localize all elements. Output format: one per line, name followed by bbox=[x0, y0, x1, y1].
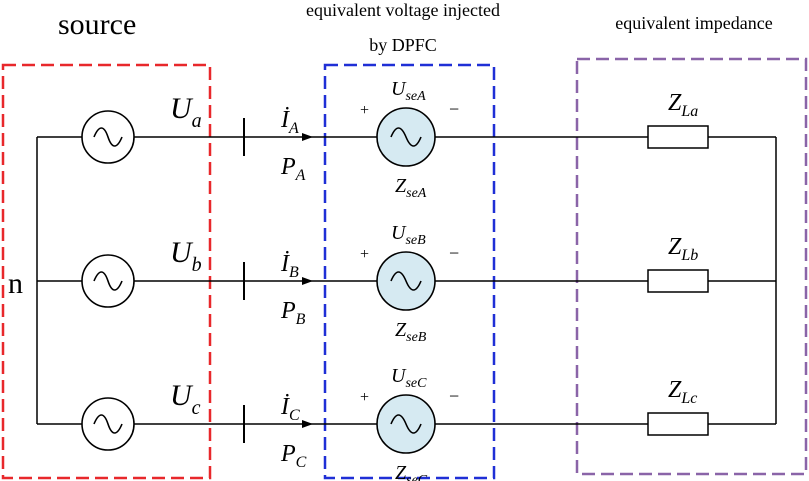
current-label-sub: A bbox=[288, 120, 299, 137]
minus-sign: − bbox=[449, 99, 459, 119]
power-label-sub: B bbox=[296, 311, 306, 328]
neutral-label: n bbox=[8, 267, 23, 300]
power-label-main: P bbox=[280, 154, 296, 180]
source-voltage-label-main: U bbox=[170, 236, 194, 269]
load-impedance-label: ZLb bbox=[668, 234, 698, 264]
arrowhead-icon bbox=[302, 133, 313, 141]
load-impedance-label-sub: Lb bbox=[680, 247, 698, 264]
injected-voltage-label: UseA bbox=[391, 78, 426, 104]
source-voltage-label-main: U bbox=[170, 379, 194, 412]
load-impedance-label-sub: Lc bbox=[680, 390, 697, 407]
injected-voltage-label: UseB bbox=[391, 222, 426, 248]
series-impedance-label-sub: seB bbox=[406, 330, 427, 345]
plus-sign: + bbox=[360, 246, 369, 263]
load-impedance-label-main: Z bbox=[668, 377, 682, 403]
sine-wave-icon bbox=[390, 127, 422, 147]
power-label-sub: C bbox=[296, 454, 307, 471]
current-label-main: İ bbox=[280, 394, 290, 420]
injected-voltage-label-sub: seB bbox=[405, 233, 426, 248]
series-impedance-label-main: Z bbox=[395, 462, 407, 481]
load-impedance-label-sub: La bbox=[680, 103, 698, 120]
sine-wave-icon bbox=[390, 414, 422, 434]
injected-voltage-label: UseC bbox=[391, 365, 427, 391]
sine-wave-icon bbox=[93, 127, 123, 147]
series-impedance-label: ZseB bbox=[395, 319, 427, 345]
plus-sign: + bbox=[360, 102, 369, 119]
source-voltage-label-sub: a bbox=[192, 110, 202, 132]
current-label-sub: C bbox=[289, 407, 300, 424]
series-impedance-label-main: Z bbox=[395, 175, 407, 197]
injected-voltage-label-main: U bbox=[391, 365, 407, 387]
load-impedance-label: ZLc bbox=[668, 377, 697, 407]
current-label: İA bbox=[280, 107, 299, 137]
injected-title-line1: equivalent voltage injected bbox=[306, 0, 500, 20]
load-impedance-icon bbox=[647, 269, 709, 293]
series-impedance-label: ZseC bbox=[395, 462, 428, 481]
current-label-main: İ bbox=[280, 251, 290, 277]
power-label: PB bbox=[280, 298, 306, 328]
power-label: PA bbox=[280, 154, 306, 184]
impedance-region-box bbox=[575, 57, 808, 476]
power-label: PC bbox=[280, 441, 307, 471]
series-impedance-label: ZseA bbox=[395, 175, 427, 201]
source-region-box bbox=[1, 63, 212, 480]
load-impedance-icon bbox=[647, 412, 709, 436]
arrowhead-icon bbox=[302, 277, 313, 285]
minus-sign: − bbox=[449, 243, 459, 263]
source-voltage-label-main: U bbox=[170, 92, 194, 125]
arrowhead-icon bbox=[302, 420, 313, 428]
sine-wave-icon bbox=[390, 271, 422, 291]
current-label-sub: B bbox=[289, 264, 299, 281]
source-voltage-label: Ua bbox=[170, 92, 202, 132]
load-impedance-label: ZLa bbox=[668, 90, 698, 120]
source-voltage-label: Uc bbox=[170, 379, 201, 419]
load-impedance-label-main: Z bbox=[668, 234, 682, 260]
series-impedance-label-main: Z bbox=[395, 319, 407, 341]
current-label-main: İ bbox=[280, 107, 290, 133]
injected-voltage-label-main: U bbox=[391, 78, 407, 100]
power-label-sub: A bbox=[295, 167, 306, 184]
power-label-main: P bbox=[280, 441, 296, 467]
sine-wave-icon bbox=[93, 271, 123, 291]
source-title: source bbox=[58, 8, 136, 41]
source-voltage-label: Ub bbox=[170, 236, 202, 276]
minus-sign: − bbox=[449, 386, 459, 406]
plus-sign: + bbox=[360, 389, 369, 406]
injected-title-line2: by DPFC bbox=[369, 35, 437, 55]
current-label: İC bbox=[280, 394, 300, 424]
region-boxes bbox=[1, 57, 808, 480]
series-impedance-label-sub: seC bbox=[406, 473, 428, 481]
injected-voltage-label-sub: seA bbox=[405, 89, 426, 104]
load-impedance-label-main: Z bbox=[668, 90, 682, 116]
series-impedance-label-sub: seA bbox=[406, 186, 427, 201]
load-impedance-icon bbox=[647, 125, 709, 149]
current-label: İB bbox=[280, 251, 299, 281]
sine-wave-icon bbox=[93, 414, 123, 434]
injected-voltage-label-sub: seC bbox=[405, 376, 427, 391]
source-voltage-label-sub: b bbox=[192, 254, 202, 276]
injected-voltage-label-main: U bbox=[391, 222, 407, 244]
dpfc-region-box bbox=[323, 63, 496, 480]
source-voltage-label-sub: c bbox=[192, 397, 201, 419]
power-label-main: P bbox=[280, 298, 296, 324]
impedance-title: equivalent impedance bbox=[615, 13, 772, 33]
